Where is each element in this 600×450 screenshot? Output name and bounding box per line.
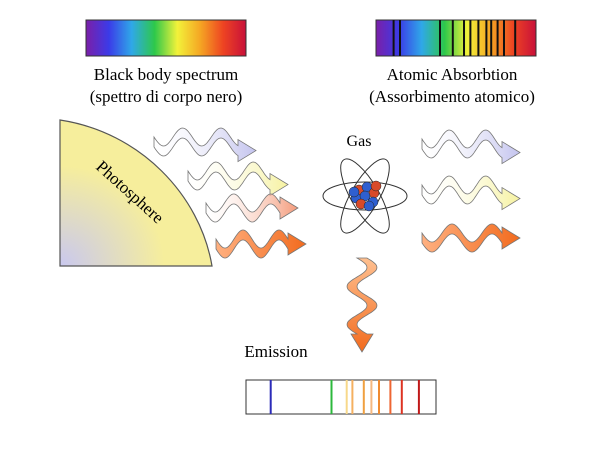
wave-arrow-orange	[215, 229, 307, 259]
absorption-spectrum-bar	[375, 19, 537, 57]
nucleus-particle	[363, 200, 375, 212]
absorption-subtitle: (Assorbimento atomico)	[369, 87, 535, 106]
nucleus-particle	[370, 180, 382, 192]
black-body-title: Black body spectrum	[94, 65, 238, 84]
photosphere-shape	[59, 119, 213, 267]
wave-arrow-yellow	[187, 161, 289, 197]
black-body-spectrum-bar	[85, 19, 247, 57]
wave-arrow-violet	[153, 127, 257, 163]
black-body-subtitle: (spettro di corpo nero)	[90, 87, 242, 106]
absorption-title: Atomic Absorbtion	[387, 65, 518, 84]
wave-arrow-violet-out	[421, 129, 521, 165]
nucleus-particle	[348, 186, 360, 198]
gas-label: Gas	[347, 133, 372, 150]
absorption-lines	[392, 20, 517, 56]
wave-arrow-orange-out	[421, 223, 521, 253]
atom-icon	[322, 158, 408, 234]
emission-label: Emission	[244, 342, 308, 361]
nucleus-icon	[348, 180, 382, 212]
wave-arrow-salmon	[205, 193, 299, 223]
wave-arrow-emission-down	[346, 257, 378, 353]
emission-spectrum-bar	[245, 379, 437, 415]
emission-lines	[269, 380, 420, 414]
wave-arrow-yellow-out	[421, 175, 521, 211]
